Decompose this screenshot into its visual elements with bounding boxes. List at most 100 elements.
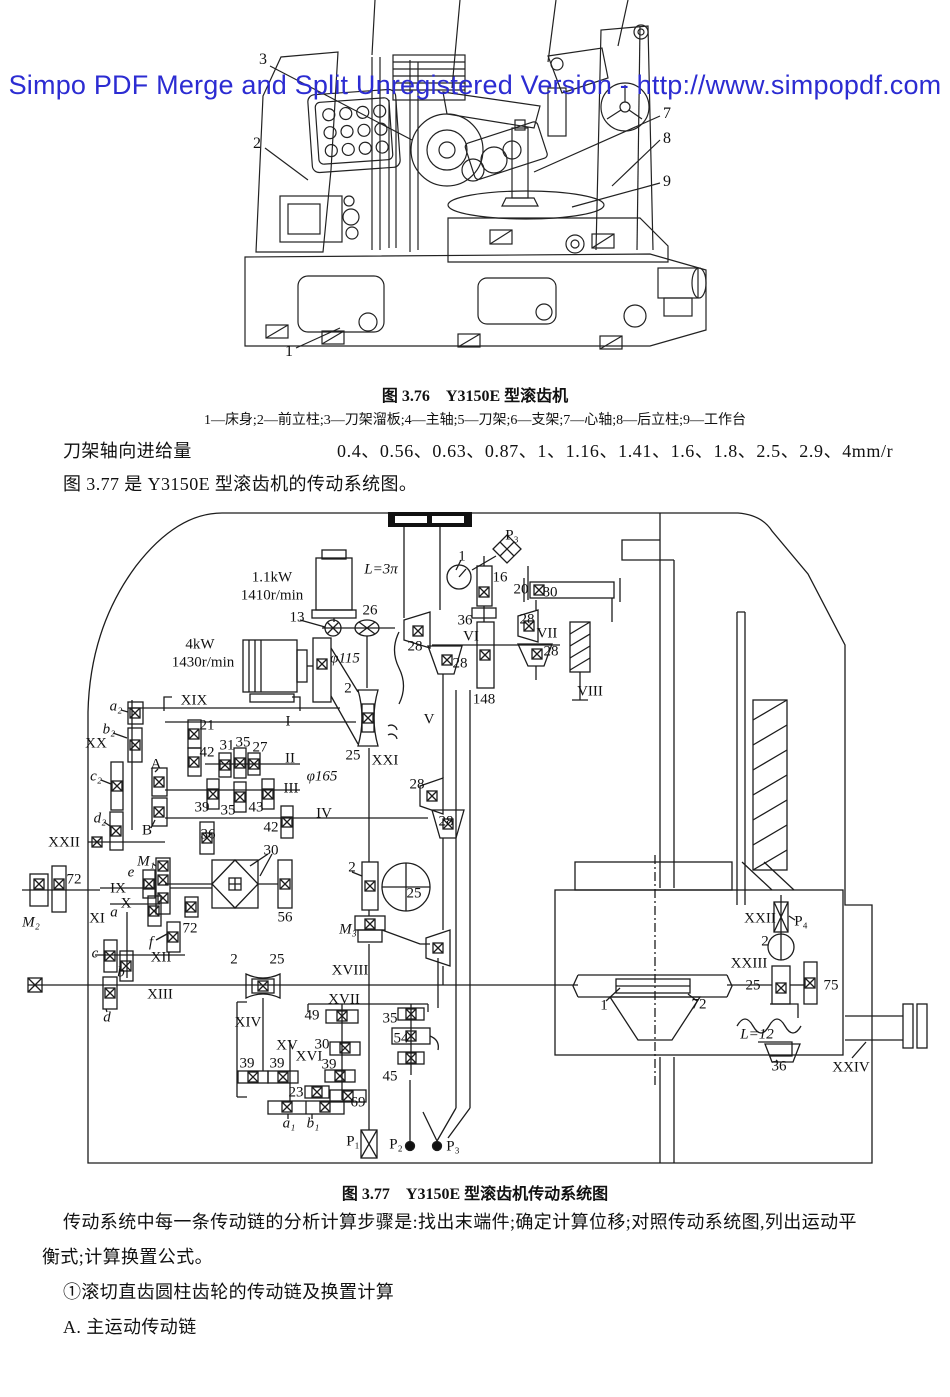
fig77-caption-number: 图 3.77	[341, 1186, 390, 1203]
fig77-label: L=3π	[364, 561, 398, 578]
fig77-label: XXIII	[730, 955, 768, 972]
fig77-label: 25	[269, 951, 285, 968]
fig77-label: 31	[219, 737, 235, 754]
fig76-callout: 3	[259, 51, 267, 68]
fig77-label: 2	[761, 933, 769, 950]
fig77-label: IV	[316, 805, 332, 822]
fig77-label: XII	[150, 949, 172, 966]
fig77-label: 49	[304, 1007, 320, 1024]
fig77-label: XXIV	[832, 1059, 870, 1076]
fig77-label: B	[141, 822, 153, 839]
fig77-label: P₄	[794, 913, 808, 930]
fig77-label: P₂	[389, 1136, 403, 1153]
fig77-label: b	[117, 964, 125, 981]
fig77-label: 1	[600, 997, 608, 1014]
fig77-label: XXI	[371, 752, 399, 769]
paragraph-line-1: 传动系统中每一条传动链的分析计算步骤是:找出末端件;确定计算位移;对照传动系统图…	[63, 1212, 857, 1232]
fig77-caption: 图 3.77 Y3150E 型滚齿机传动系统图	[0, 1180, 950, 1204]
fig77-label: M₁	[137, 853, 155, 870]
fig77-label: XX	[85, 735, 107, 752]
fig77-label: 54	[393, 1030, 409, 1047]
fig77-label: 20	[513, 581, 529, 598]
fig77-label: 80	[542, 584, 558, 601]
fig77-label: 23	[288, 1084, 304, 1101]
fig77-label: P₃	[505, 527, 519, 544]
feed-rate-values: 0.4、0.56、0.63、0.87、1、1.16、1.41、1.6、1.8、2…	[337, 441, 894, 461]
fig77-label: 28	[409, 776, 425, 793]
fig77-label: 30	[314, 1036, 330, 1053]
fig77-label: 13	[289, 609, 305, 626]
fig77-label: 28	[519, 611, 535, 628]
fig76-machine-drawing	[244, 0, 707, 350]
fig76-callout: 8	[663, 130, 671, 147]
fig77-label: 25	[406, 885, 422, 902]
fig77-label: 1	[458, 548, 466, 565]
fig77-label: I	[285, 713, 291, 730]
paragraph-line-2: 衡式;计算换置公式。	[42, 1247, 213, 1267]
list-item-1: ①滚切直齿圆柱齿轮的传动链及换置计算	[63, 1282, 395, 1302]
fig77-transmission-diagram	[22, 512, 928, 1164]
fig77-label: a₁	[282, 1115, 296, 1132]
fig77-label: P₁	[346, 1133, 360, 1150]
fig77-label: 28	[438, 813, 454, 830]
fig76-callout: 1	[285, 343, 293, 360]
fig77-label: d₂	[93, 810, 107, 827]
fig77-label: XVIII	[331, 962, 369, 979]
fig77-label: 4kW	[185, 636, 215, 653]
fig77-label: XIX	[180, 692, 208, 709]
fig77-label: 1430r/min	[171, 654, 235, 671]
fig76-callout: 9	[663, 173, 671, 190]
fig77-label: XXII	[48, 834, 80, 851]
fig77-label: M₃	[339, 921, 357, 938]
fig77-label: III	[283, 780, 299, 797]
fig77-label: 35	[220, 802, 236, 819]
fig77-label: XI	[89, 910, 105, 927]
fig77-label: II	[285, 750, 295, 767]
fig77-label: P₃	[446, 1138, 460, 1155]
fig77-label: b₁	[306, 1115, 320, 1132]
fig77-label: 39	[269, 1055, 285, 1072]
fig77-label: φ115	[330, 650, 360, 667]
fig77-label: a₂	[109, 698, 123, 715]
fig76-caption-title: Y3150E 型滚齿机	[445, 388, 569, 405]
fig77-label: XIV	[234, 1014, 262, 1031]
fig77-label: e	[127, 864, 135, 881]
fig77-label: 35	[235, 734, 251, 751]
fig77-label: 72	[691, 996, 707, 1013]
fig77-label: f	[148, 934, 154, 951]
fig77-label: 25	[345, 747, 361, 764]
fig77-label: X	[120, 895, 132, 912]
fig77-label: 2	[230, 951, 238, 968]
fig77-label: XVI	[295, 1048, 323, 1065]
fig77-label: φ165	[306, 768, 338, 785]
fig77-label: 39	[239, 1055, 255, 1072]
fig77-label: 28	[543, 643, 559, 660]
fig77-label: 75	[823, 977, 839, 994]
fig76-caption: 图 3.76 Y3150E 型滚齿机	[0, 382, 950, 406]
fig77-label: A	[150, 756, 162, 773]
fig77-label: 1.1kW	[251, 569, 293, 586]
fig77-label: VI	[463, 628, 479, 645]
fig77-label: 45	[382, 1068, 398, 1085]
fig77-label: 16	[492, 569, 508, 586]
fig77-label: 21	[199, 717, 215, 734]
fig77-label: 148	[472, 691, 496, 708]
fig77-label: 25	[745, 977, 761, 994]
fig77-label: 39	[321, 1056, 337, 1073]
fig77-label: VIII	[577, 683, 603, 700]
fig77-label: b₂	[102, 721, 116, 738]
fig77-label: 36	[200, 826, 216, 843]
fig77-label: 35	[382, 1010, 398, 1027]
fig77-label: 42	[263, 819, 279, 836]
fig77-caption-title: Y3150E 型滚齿机传动系统图	[405, 1186, 609, 1203]
fig76-caption-number: 图 3.76	[381, 388, 430, 405]
fig77-label: 36	[771, 1058, 787, 1075]
fig77-label: 69	[350, 1094, 366, 1111]
fig77-label: 2	[344, 680, 352, 697]
fig77-label: VII	[536, 625, 558, 642]
fig77-label: XXII	[744, 910, 776, 927]
fig77-label: 28	[407, 638, 423, 655]
fig76-legend: 1—床身;2—前立柱;3—刀架溜板;4—主轴;5—刀架;6—支架;7—心轴;8—…	[203, 413, 747, 428]
